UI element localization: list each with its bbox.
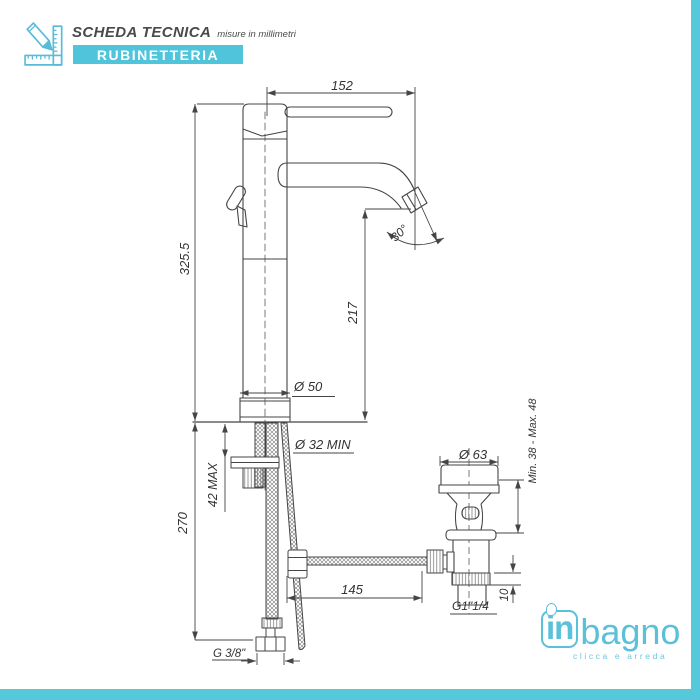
dim-waste-thread: G1"1/4 [452, 599, 489, 613]
logo-brand-bold: in [546, 609, 574, 646]
dim-waste-range: Min. 38 - Max. 48 [527, 398, 539, 484]
balloon-icon [546, 603, 557, 616]
popup-waste-outline [438, 448, 500, 614]
frame-bar-right [691, 0, 700, 700]
faucet-underbody [230, 422, 453, 652]
dim-spout-reach: 152 [331, 78, 353, 93]
dim-base-diameter: Ø 50 [293, 379, 323, 394]
dim-thread-height: 10 [499, 588, 511, 601]
logo-in-box: in [541, 603, 579, 648]
faucet-body-outline [192, 103, 428, 491]
dim-waste-cap: Ø 63 [458, 447, 488, 462]
sheet-title: SCHEDA TECNICA [72, 24, 212, 41]
logo-tagline: clicca e arreda [573, 651, 668, 661]
dim-total-height: 325.5 [177, 242, 192, 275]
ruler-pencil-icon [24, 22, 63, 66]
dim-hole-min: Ø 32 MIN [294, 437, 351, 452]
frame-bar-bottom [0, 689, 700, 700]
sheet-subtitle: misure in millimetri [217, 29, 296, 40]
dim-under-height: 270 [175, 511, 190, 534]
inbagno-logo: in bagno clicca e arreda [541, 603, 696, 661]
logo-brand-light: bagno [580, 611, 681, 652]
dim-deck-max: 42 MAX [206, 462, 220, 507]
dimension-labels: 152 325.5 217 30° Ø 50 Ø 32 MIN 42 MAX 2… [175, 78, 539, 660]
dim-supply-thread: G 3/8" [213, 648, 246, 660]
dim-spout-height: 217 [345, 301, 360, 324]
category-banner: RUBINETTERIA [73, 45, 243, 64]
dim-rod-length: 145 [341, 582, 363, 597]
dim-spout-angle: 30° [388, 222, 411, 245]
dimension-lines [192, 87, 524, 665]
